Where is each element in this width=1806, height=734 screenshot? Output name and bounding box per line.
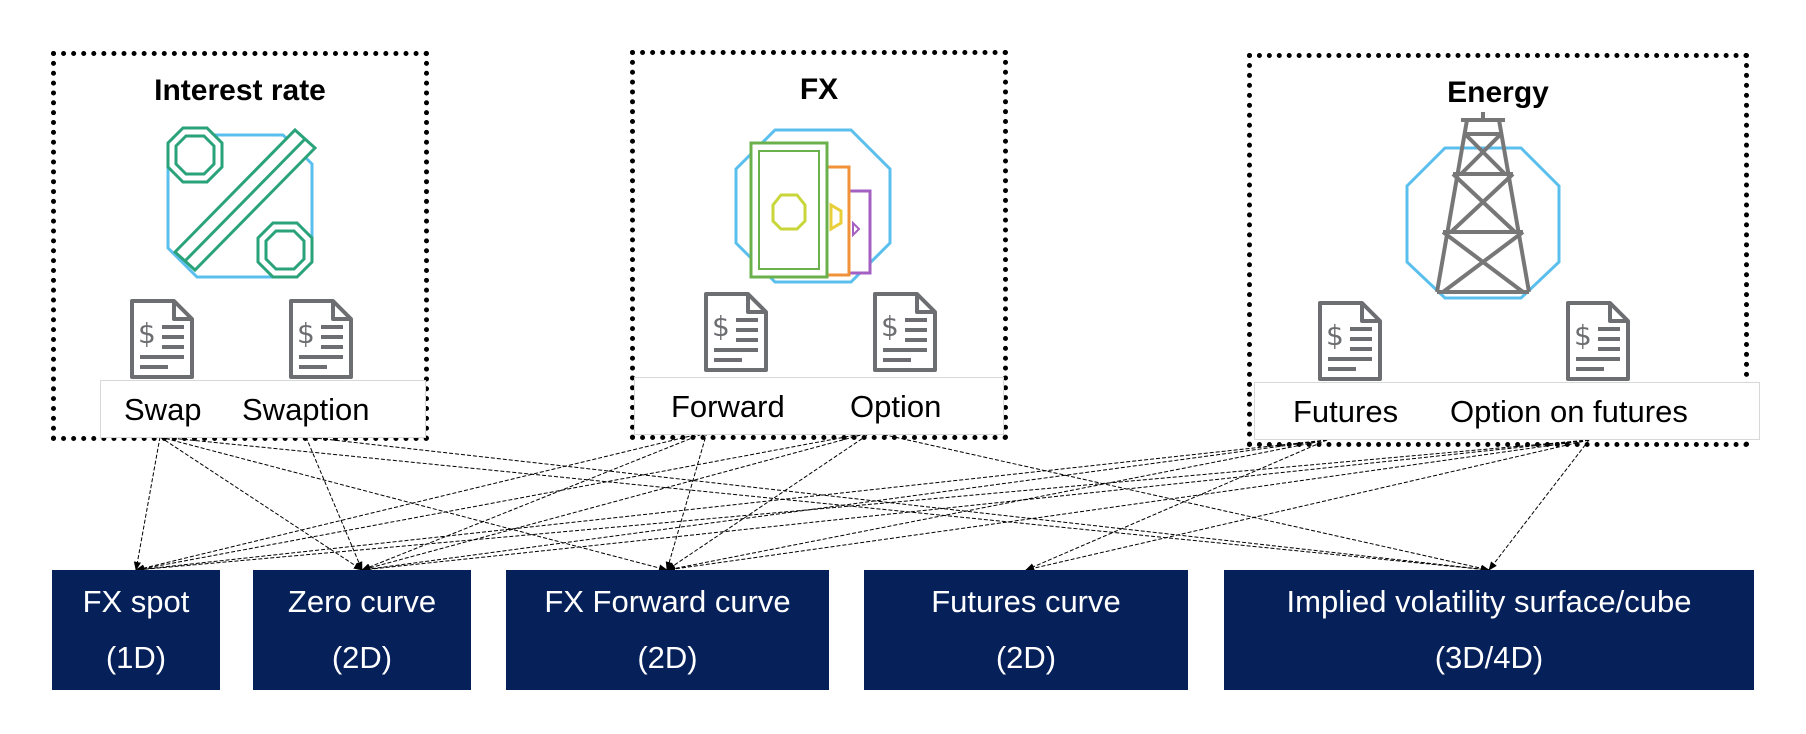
dollar-document-icon: $ <box>1314 299 1386 383</box>
oil-derrick-icon <box>1405 112 1561 300</box>
edge-option_on_futures-to-fx_spot <box>135 439 1590 573</box>
target-dimension: (2D) <box>637 640 698 675</box>
instrument-label-swaption: Swaption <box>242 392 370 427</box>
instrument-label-forward: Forward <box>671 389 785 424</box>
target-name: FX spot <box>82 584 190 619</box>
edge-option_on_futures-to-implied_vol <box>1488 439 1590 571</box>
dollar-document-icon: $ <box>700 290 772 374</box>
target-fx-spot: FX spot (1D) <box>52 570 220 690</box>
dollar-document-icon: $ <box>285 297 357 381</box>
edge-swap-to-implied_vol <box>159 436 1490 573</box>
target-name: Futures curve <box>931 584 1121 619</box>
target-dimension: (3D/4D) <box>1434 640 1544 675</box>
edge-swaption-to-implied_vol <box>305 436 1490 573</box>
edge-futures-to-futures_curve <box>1025 439 1328 571</box>
edge-futures-to-fx_spot <box>135 439 1328 573</box>
target-name: Implied volatility surface/cube <box>1286 584 1692 619</box>
label-strip-energy <box>1254 382 1760 440</box>
edge-option_on_futures-to-fx_forward_curve <box>666 439 1590 573</box>
edge-swap-to-zero_curve <box>159 436 363 571</box>
banknotes-icon <box>734 128 892 284</box>
label-strip-fx <box>634 377 1004 435</box>
edge-forward-to-fx_spot <box>135 431 708 572</box>
target-dimension: (2D) <box>995 640 1057 675</box>
instrument-label-option-on-futures: Option on futures <box>1450 394 1688 429</box>
group-title-interest-rate: Interest rate <box>154 74 326 107</box>
target-futures-curve: Futures curve (2D) <box>864 570 1188 690</box>
svg-text:$: $ <box>1326 319 1344 352</box>
percent-icon <box>166 126 318 279</box>
dollar-document-icon: $ <box>869 290 941 374</box>
edge-swaption-to-zero_curve <box>305 436 363 571</box>
svg-text:$: $ <box>297 317 315 350</box>
target-fx-forward-curve: FX Forward curve (2D) <box>506 570 829 690</box>
edge-option-to-implied_vol <box>871 431 1490 572</box>
edge-option-to-zero_curve <box>361 431 873 572</box>
edge-forward-to-fx_forward_curve <box>665 431 708 571</box>
target-dimension: (2D) <box>331 640 393 675</box>
label-strip-interest-rate <box>100 380 426 438</box>
dollar-document-icon: $ <box>1562 299 1634 383</box>
group-interest-rate: Interest rate <box>51 51 429 441</box>
target-name: FX Forward curve <box>544 584 791 619</box>
edge-swap-to-fx_spot <box>133 436 161 571</box>
edge-futures-to-fx_forward_curve <box>666 439 1328 572</box>
svg-text:$: $ <box>138 317 156 350</box>
instrument-label-swap: Swap <box>124 392 202 427</box>
edge-futures-to-zero_curve <box>361 439 1328 573</box>
group-title-energy: Energy <box>1447 76 1549 109</box>
edge-forward-to-zero_curve <box>361 431 708 571</box>
instrument-label-option: Option <box>850 389 942 424</box>
target-implied-volatility: Implied volatility surface/cube (3D/4D) <box>1224 570 1754 690</box>
svg-text:$: $ <box>881 310 899 343</box>
edge-option_on_futures-to-futures_curve <box>1025 439 1590 572</box>
edge-option_on_futures-to-zero_curve <box>361 439 1590 573</box>
target-dimension: (1D) <box>105 640 167 675</box>
group-fx: FX <box>630 50 1008 440</box>
instrument-label-futures: Futures <box>1293 394 1399 429</box>
edge-option-to-fx_spot <box>135 431 873 573</box>
group-energy: Energy <box>1247 53 1749 447</box>
edge-swap-to-fx_forward_curve <box>159 436 668 572</box>
target-zero-curve: Zero curve (2D) <box>253 570 471 690</box>
group-title-fx: FX <box>799 73 839 106</box>
svg-text:$: $ <box>712 310 730 343</box>
target-name: Zero curve <box>287 584 437 619</box>
svg-text:$: $ <box>1574 319 1592 352</box>
dollar-document-icon: $ <box>126 297 198 381</box>
